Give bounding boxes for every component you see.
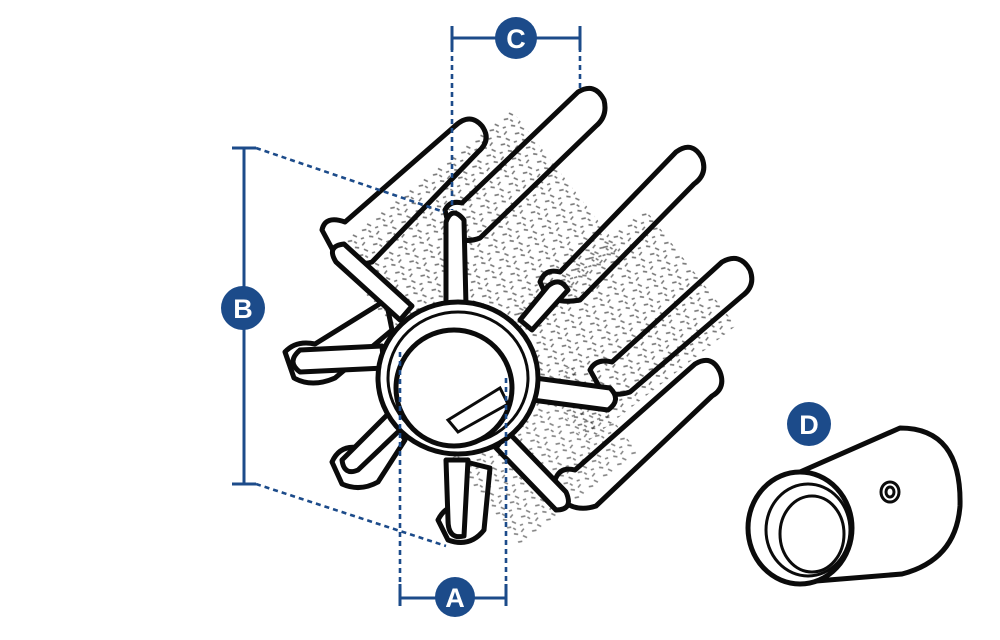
badge-d: D [787,402,831,446]
badge-b: B [221,286,265,330]
badge-a: A [435,577,475,617]
impeller-vanes [282,85,755,545]
label-b: B [233,294,253,324]
badge-c: C [495,17,537,59]
impeller-hub [375,299,541,457]
label-c: C [506,24,526,54]
bushing [745,425,963,587]
impeller-spokes [290,210,618,540]
label-a: A [445,583,465,613]
label-d: D [799,410,819,440]
